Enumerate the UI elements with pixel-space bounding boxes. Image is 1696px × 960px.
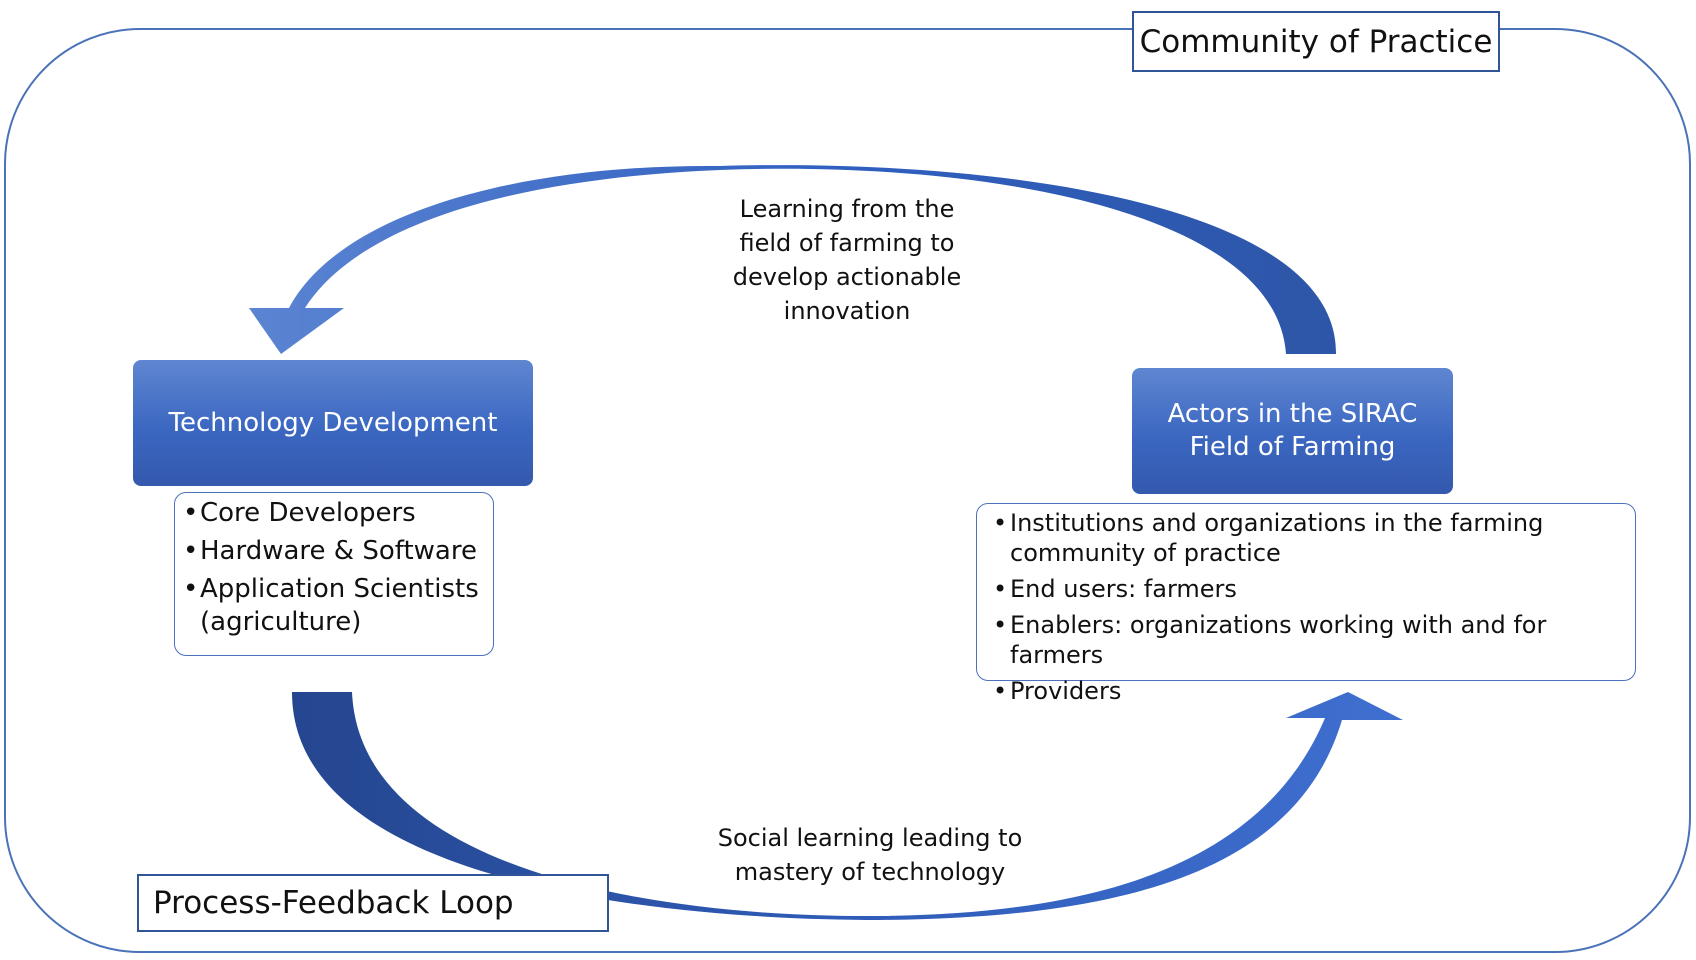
bullet-icon: • xyxy=(183,498,199,528)
technology-items-list: • Core Developers • Hardware & Software … xyxy=(183,497,487,639)
community-frame xyxy=(4,28,1691,953)
bullet-icon: • xyxy=(993,509,1008,537)
community-of-practice-label: Community of Practice xyxy=(1132,11,1500,72)
list-item: • Core Developers xyxy=(183,497,487,530)
process-feedback-loop-label: Process-Feedback Loop xyxy=(137,874,609,932)
technology-details-box: • Core Developers • Hardware & Software … xyxy=(174,492,494,656)
list-item: • Institutions and organizations in the … xyxy=(993,508,1625,568)
list-item: • Enablers: organizations working with a… xyxy=(993,610,1625,670)
bullet-icon: • xyxy=(993,677,1008,705)
community-of-practice-text: Community of Practice xyxy=(1139,23,1493,60)
process-feedback-loop-text: Process-Feedback Loop xyxy=(153,885,514,921)
list-item-text: Providers xyxy=(1010,677,1122,705)
bullet-icon: • xyxy=(183,574,199,604)
actors-items-list: • Institutions and organizations in the … xyxy=(993,508,1625,706)
actors-sirac-node: Actors in the SIRAC Field of Farming xyxy=(1132,368,1453,494)
bottom-arrow-label: Social learning leading to mastery of te… xyxy=(717,824,1023,886)
bullet-icon: • xyxy=(993,575,1008,603)
technology-development-node: Technology Development xyxy=(133,360,533,486)
list-item: • Application Scientists (agriculture) xyxy=(183,573,487,639)
technology-development-title: Technology Development xyxy=(168,407,498,438)
list-item-text: End users: farmers xyxy=(1010,575,1237,603)
list-item: • Hardware & Software xyxy=(183,535,487,568)
list-item-text: Hardware & Software xyxy=(200,536,477,566)
list-item: • Providers xyxy=(993,676,1625,706)
actors-details-box: • Institutions and organizations in the … xyxy=(976,503,1636,705)
bullet-icon: • xyxy=(183,536,199,566)
top-arrow-label: Learning from the field of farming to de… xyxy=(732,195,962,325)
list-item-text: Enablers: organizations working with and… xyxy=(1010,611,1547,669)
list-item-text: Institutions and organizations in the fa… xyxy=(1010,509,1544,567)
list-item-text: Application Scientists (agriculture) xyxy=(200,574,479,637)
list-item-text: Core Developers xyxy=(200,498,416,528)
bullet-icon: • xyxy=(993,611,1008,639)
list-item: • End users: farmers xyxy=(993,574,1625,604)
actors-sirac-title: Actors in the SIRAC Field of Farming xyxy=(1167,399,1418,462)
